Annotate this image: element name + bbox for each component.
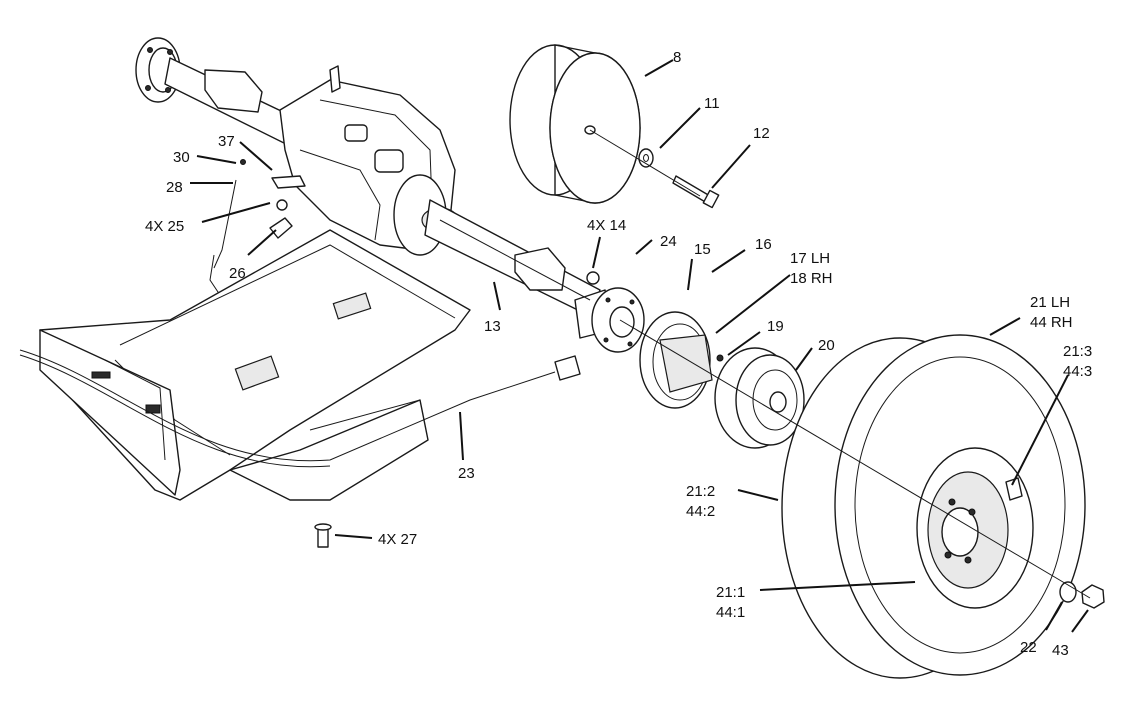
label-4x27: 4X 27 bbox=[378, 531, 417, 548]
main-wheel bbox=[781, 334, 1105, 679]
label-30: 30 bbox=[173, 149, 190, 166]
brake-cable bbox=[19, 349, 581, 468]
label-43: 43 bbox=[1052, 642, 1069, 659]
label-21-1: 21:1 bbox=[716, 584, 745, 601]
callout-labels: 8 11 12 30 37 28 4X 25 26 4X 14 24 15 16… bbox=[145, 49, 1092, 659]
brake-drum bbox=[714, 347, 805, 449]
label-4x25: 4X 25 bbox=[145, 218, 184, 235]
label-4x14: 4X 14 bbox=[587, 217, 626, 234]
label-44-1: 44:1 bbox=[716, 604, 745, 621]
label-15: 15 bbox=[694, 241, 711, 258]
label-18-rh: 18 RH bbox=[790, 270, 833, 287]
label-12: 12 bbox=[753, 125, 770, 142]
brake-lever-parts bbox=[209, 159, 306, 299]
brake-assembly bbox=[639, 311, 724, 409]
frame-platform bbox=[39, 229, 471, 548]
label-21-lh: 21 LH bbox=[1030, 294, 1070, 311]
leader-lines bbox=[190, 59, 1089, 633]
label-28: 28 bbox=[166, 179, 183, 196]
label-44-3: 44:3 bbox=[1063, 363, 1092, 380]
spare-wheel bbox=[509, 44, 720, 209]
label-17-lh: 17 LH bbox=[790, 250, 830, 267]
assembly-axis-lines bbox=[439, 129, 1091, 599]
label-19: 19 bbox=[767, 318, 784, 335]
label-26: 26 bbox=[229, 265, 246, 282]
label-24: 24 bbox=[660, 233, 677, 250]
label-21-3: 21:3 bbox=[1063, 343, 1092, 360]
label-8: 8 bbox=[673, 49, 681, 66]
label-23: 23 bbox=[458, 465, 475, 482]
label-16: 16 bbox=[755, 236, 772, 253]
transaxle-assembly bbox=[135, 37, 645, 353]
label-20: 20 bbox=[818, 337, 835, 354]
label-37: 37 bbox=[218, 133, 235, 150]
label-21-2: 21:2 bbox=[686, 483, 715, 500]
label-11: 11 bbox=[704, 95, 720, 112]
label-44-2: 44:2 bbox=[686, 503, 715, 520]
label-44-rh: 44 RH bbox=[1030, 314, 1073, 331]
label-13: 13 bbox=[484, 318, 501, 335]
label-22: 22 bbox=[1020, 639, 1037, 656]
